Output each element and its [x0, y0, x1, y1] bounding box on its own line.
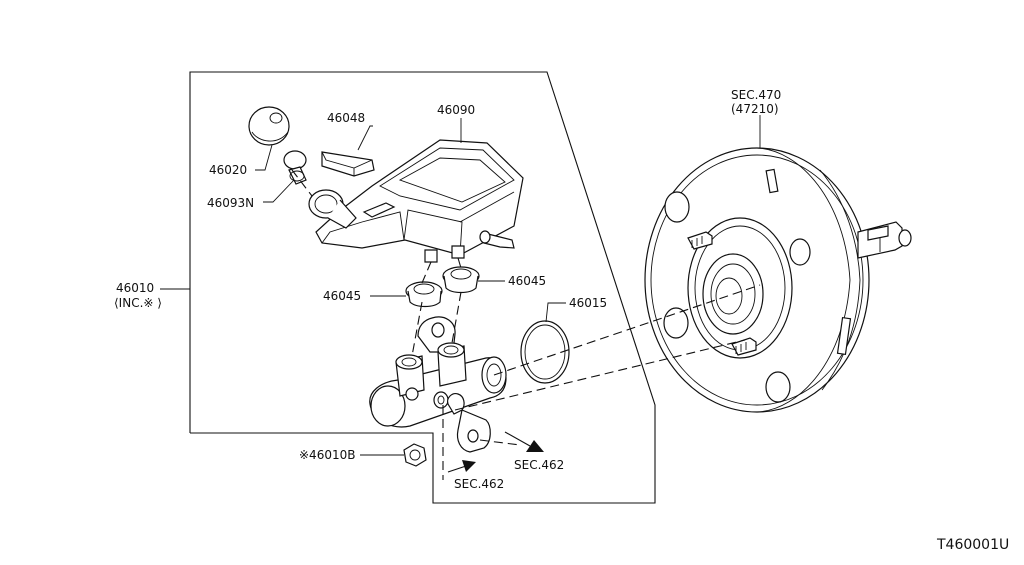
port-line-left	[421, 261, 432, 284]
label-46010: 46010	[116, 281, 154, 295]
label-sec470: SEC.470	[731, 88, 781, 102]
grommet-line-left	[411, 301, 423, 357]
axis-line-upper	[493, 284, 761, 376]
leader-46020	[255, 144, 273, 171]
label-46015: 46015	[569, 296, 607, 310]
grommet-left	[405, 281, 443, 308]
sec462-arrow-right	[504, 431, 544, 452]
diagram-id: T460001U	[936, 537, 1009, 553]
label-sec470-sub: (47210)	[731, 102, 779, 116]
sec462-arrow-left	[447, 460, 476, 473]
label-46010b: ※46010B	[299, 448, 355, 462]
label-46020: 46020	[209, 163, 247, 177]
booster-stud-lower	[731, 337, 757, 356]
leader-46015	[545, 302, 566, 323]
sec462-line-right	[479, 439, 521, 446]
axis-line-lower	[454, 339, 746, 411]
label-46048: 46048	[327, 111, 365, 125]
booster-clevis	[857, 221, 912, 259]
label-46045-right: 46045	[508, 274, 546, 288]
fluid-level-sensor	[321, 151, 375, 177]
reservoir-cap	[248, 106, 290, 146]
port-line-right	[457, 257, 462, 269]
o-ring	[520, 320, 570, 384]
strainer-line	[291, 169, 313, 197]
reservoir-tank	[308, 139, 524, 263]
grommet-line-right	[451, 291, 462, 344]
assembly-frame-46010	[189, 71, 656, 504]
master-cylinder-body	[369, 316, 507, 453]
label-46045-left: 46045	[323, 289, 361, 303]
leader-46093n	[263, 179, 295, 203]
label-sec462-left: SEC.462	[454, 477, 504, 491]
label-46010-inc: ⟨INC.※ ⟩	[114, 296, 162, 310]
label-46093n: 46093N	[207, 196, 254, 210]
nut-46010b	[403, 443, 427, 467]
brake-booster	[644, 147, 912, 413]
grommet-right	[442, 266, 480, 294]
leader-46048	[357, 125, 373, 151]
label-46090: 46090	[437, 103, 475, 117]
label-sec462-right: SEC.462	[514, 458, 564, 472]
booster-stud-upper	[687, 231, 713, 250]
reservoir-strainer	[283, 150, 307, 185]
